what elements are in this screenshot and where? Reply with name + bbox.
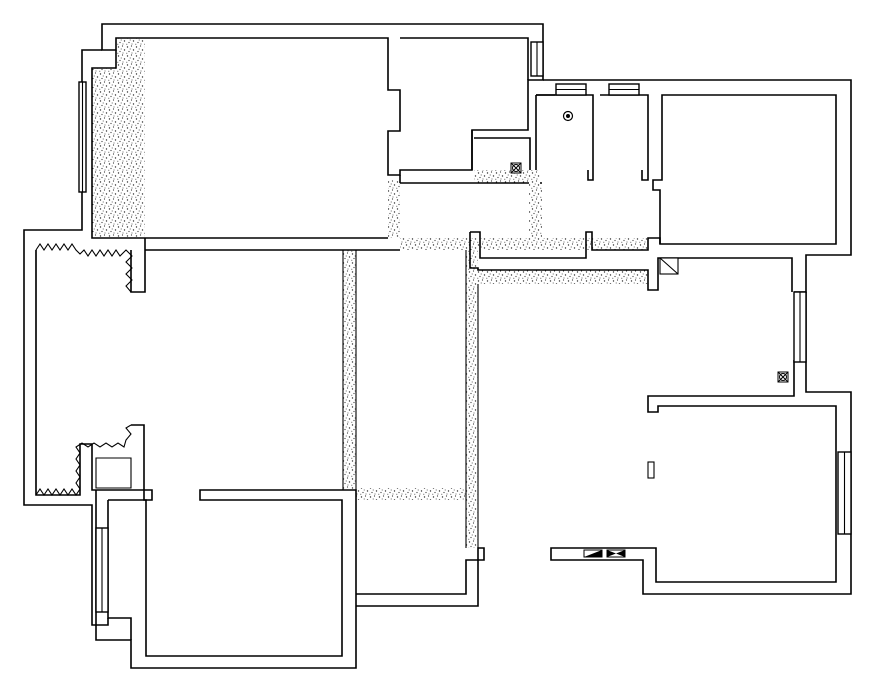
- wall-top-left-outer: [101, 23, 544, 176]
- electric-panel-icon: [583, 549, 626, 558]
- railing-top: [35, 243, 133, 293]
- railing-bottom: [35, 424, 132, 496]
- stone-fill-hall-band: [400, 238, 648, 250]
- wall-top-right-stub: [400, 37, 529, 80]
- wall-hall-partition-b: [469, 232, 793, 292]
- wall-hall-left-col-edges: [342, 250, 479, 548]
- stone-fill-areas: [92, 38, 648, 548]
- stone-fill-kitchen-strip: [474, 170, 540, 183]
- wall-left-lower: [35, 250, 153, 501]
- wall-bedroom-right-top: [652, 94, 837, 245]
- windows: [78, 41, 852, 613]
- floor-drain-icon: [777, 371, 789, 383]
- floor-drain-icon: [510, 162, 522, 174]
- wall-bath-outline: [535, 94, 555, 170]
- stone-fill-left-column: [343, 250, 356, 490]
- wall-top-left-inner: [91, 50, 388, 239]
- stone-fill-kitchen-side: [529, 183, 542, 238]
- switch-plate: [647, 461, 655, 479]
- wall-kitchen-box: [474, 137, 531, 170]
- wall-kitchen-block: [399, 130, 542, 184]
- stone-fill-left-wall: [92, 38, 145, 238]
- stone-fill-bottom-band: [356, 488, 466, 500]
- wall-right-lower-outer: [550, 292, 852, 595]
- wall-hall-partition: [470, 231, 661, 259]
- stone-fill-corridor-top: [388, 180, 400, 238]
- wall-bottom-mid: [356, 547, 485, 607]
- wall-bath-mid: [600, 94, 649, 181]
- gas-meter-icon: [562, 110, 574, 122]
- wall-service-zone: [543, 79, 852, 293]
- balcony-railing: [35, 243, 133, 496]
- wall-bath-left: [536, 94, 594, 181]
- walls: [23, 23, 852, 669]
- wall-closet-box: [95, 457, 132, 489]
- symbols: [510, 110, 789, 558]
- stone-fill-right-column: [466, 250, 478, 548]
- wall-hall-top: [130, 238, 400, 293]
- wall-bottom-left-box: [107, 500, 132, 640]
- wall-bottom-left-room: [95, 489, 357, 669]
- corner-fixture: [659, 257, 679, 275]
- stone-fill-hall-band-lower: [478, 270, 648, 284]
